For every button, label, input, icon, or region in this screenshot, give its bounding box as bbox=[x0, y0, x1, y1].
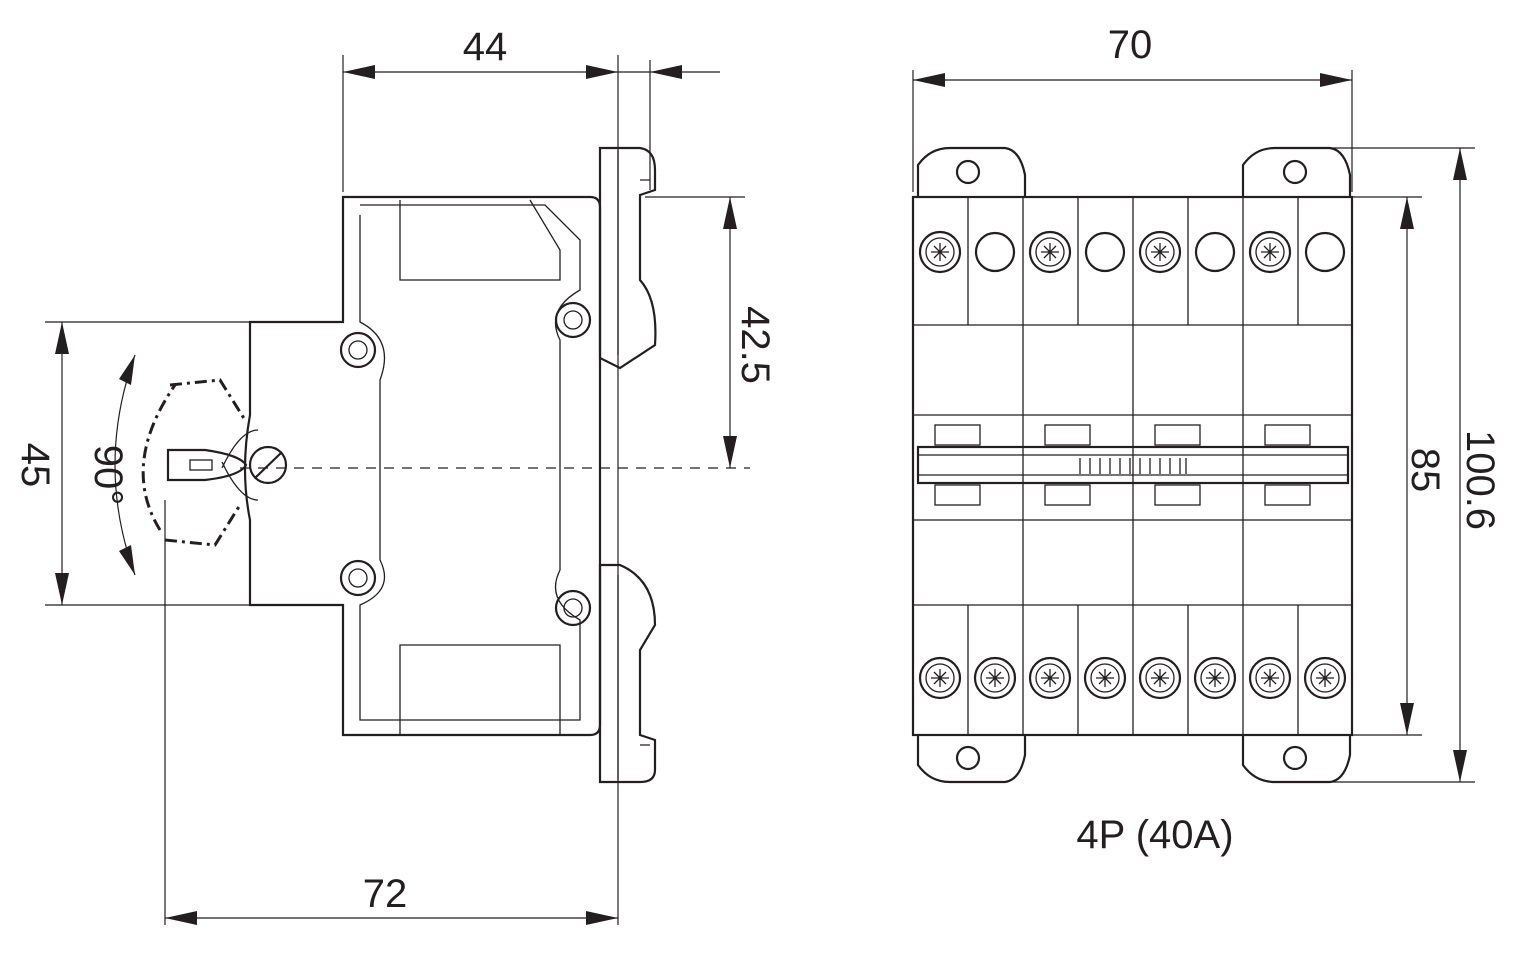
model-caption: 4P (40A) bbox=[1076, 813, 1233, 857]
dim-100.6-label: 100.6 bbox=[1458, 430, 1502, 530]
dim-42.5-label: 42.5 bbox=[733, 306, 777, 384]
din-clip-top bbox=[598, 146, 657, 370]
dimension-44: 44 bbox=[342, 25, 720, 925]
side-body-outline bbox=[243, 195, 602, 737]
dim-72-label: 72 bbox=[363, 872, 408, 916]
dimension-85: 85 bbox=[1352, 196, 1447, 736]
dimension-70: 70 bbox=[912, 23, 1353, 192]
dimension-100.6: 100.6 bbox=[1300, 147, 1502, 783]
dimension-45: 45 bbox=[13, 321, 255, 606]
handle-slots bbox=[934, 424, 1311, 506]
lock-ribs bbox=[1079, 458, 1187, 474]
tie-bar bbox=[916, 445, 1350, 485]
dim-85-label: 85 bbox=[1403, 448, 1447, 493]
dim-44-label: 44 bbox=[463, 25, 508, 69]
dimension-angle: 90° bbox=[86, 354, 136, 576]
dim-45-label: 45 bbox=[13, 443, 57, 488]
side-view bbox=[141, 146, 750, 925]
dimension-42.5: 42.5 bbox=[645, 196, 777, 468]
rotary-handle bbox=[166, 429, 288, 501]
din-clip-bottom bbox=[598, 563, 657, 784]
top-terminals bbox=[918, 230, 1346, 274]
dimension-72: 72 bbox=[165, 872, 618, 925]
mounting-holes bbox=[339, 301, 592, 627]
front-view bbox=[911, 146, 1354, 784]
dim-70-label: 70 bbox=[1108, 23, 1153, 67]
mounting-tabs bbox=[916, 146, 1352, 784]
dim-angle-label: 90° bbox=[86, 445, 130, 506]
